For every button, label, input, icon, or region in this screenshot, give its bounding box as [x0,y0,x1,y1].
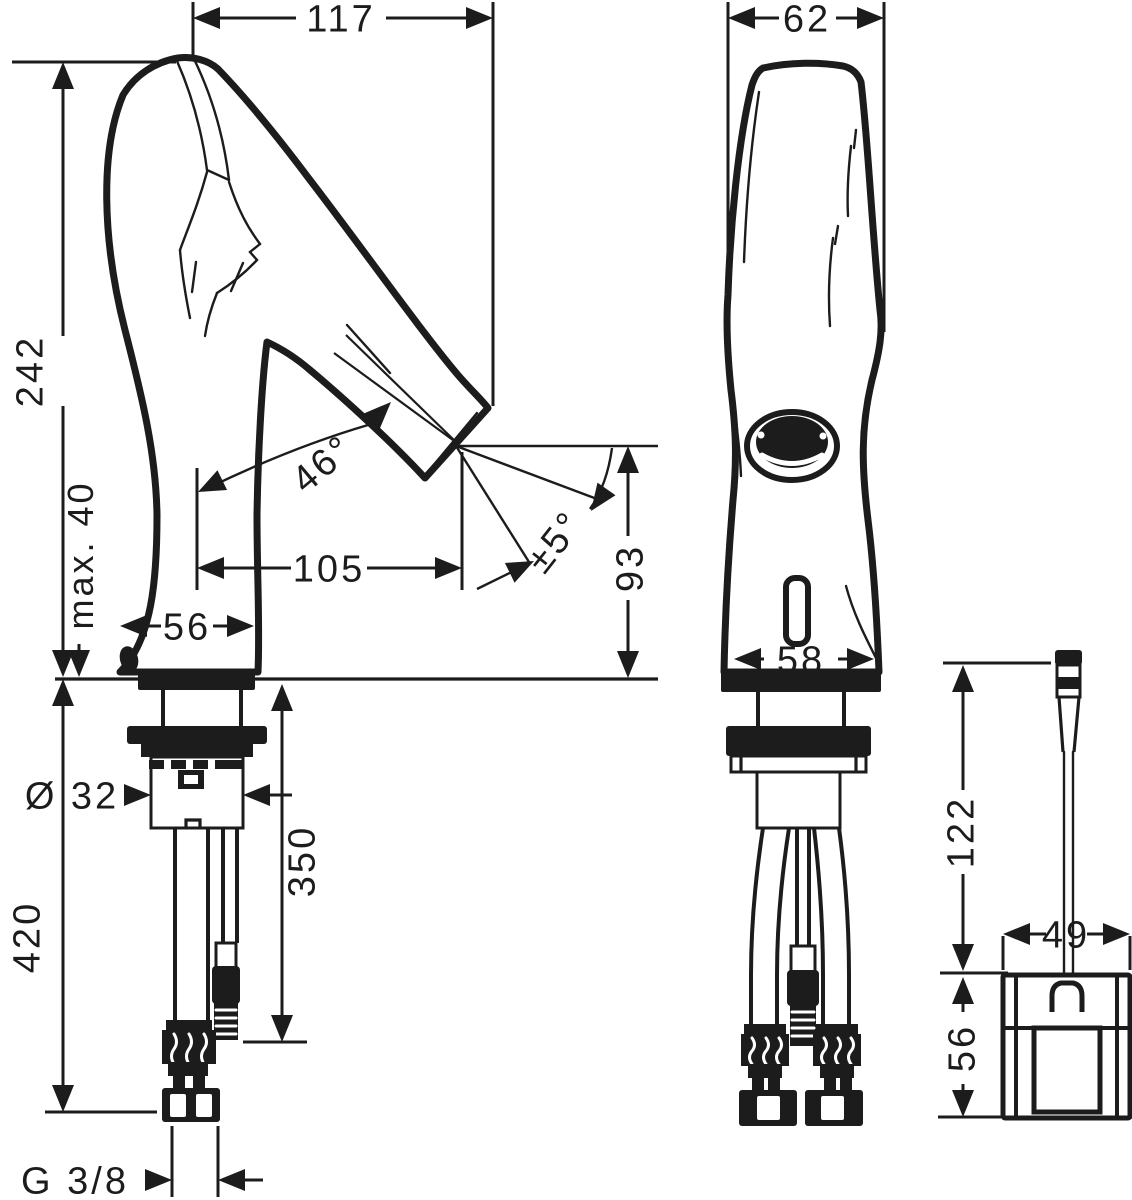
dim-242: 242 [10,60,176,677]
svg-text:117: 117 [306,0,376,41]
dim-diam-32: Ø 32 [25,776,292,818]
svg-text:56: 56 [942,1024,984,1072]
dim-117: 117 [191,0,495,406]
dimension-annotations: 117 62 242 max. 40 46° 105 ±5° 93 56 Ø 32 350 420 G … [7,0,1132,1200]
side-base-plate [721,672,881,692]
svg-text:max. 40: max. 40 [60,480,101,629]
dim-350: 350 [243,684,324,1044]
control-box [1000,972,1132,1121]
dim-58: 58 [734,640,874,682]
side-hoses [749,827,851,1026]
svg-text:46°: 46° [284,427,362,502]
dim-56-base: 56 [120,607,254,649]
svg-text:62: 62 [783,0,831,41]
front-hoses [173,828,239,1022]
svg-text:420: 420 [7,901,49,973]
dim-122: 122 [940,661,1051,975]
front-faucet-body [103,54,492,676]
sensor-window [783,575,811,647]
dim-93: 93 [610,446,652,678]
dim-56-box: 56 [938,977,1001,1119]
svg-text:242: 242 [10,335,52,407]
control-box-assembly [1000,650,1132,1121]
svg-text:58: 58 [777,640,825,682]
front-view [55,54,658,1122]
side-hose-connectors [739,1024,863,1126]
dim-max-40: max. 40 [60,480,101,677]
dim-420: 420 [7,679,157,1114]
svg-text:49: 49 [1042,915,1090,957]
cable-plug-top [1055,650,1082,753]
side-mounting-assembly [726,692,871,830]
dim-49: 49 [1001,915,1132,970]
front-facet-lines [175,57,479,469]
sensor-led-dot [119,646,139,672]
front-cable-plug [212,941,240,1040]
svg-text:105: 105 [293,549,365,591]
spout-outlet [744,409,840,483]
side-detail-lines [731,90,878,660]
front-hose-connector [162,1020,220,1122]
dim-62: 62 [726,0,886,332]
svg-text:±5°: ±5° [518,503,592,581]
front-mounting-assembly [127,690,267,830]
dim-G38: G 3/8 [21,1126,263,1200]
svg-text:350: 350 [282,825,324,897]
svg-text:122: 122 [941,796,983,868]
svg-text:93: 93 [610,544,652,592]
side-view [720,59,885,1126]
thread-dashes [149,760,242,769]
svg-text:Ø 32: Ø 32 [25,776,119,818]
svg-text:G 3/8: G 3/8 [21,1161,129,1200]
dim-105: 105 [195,452,464,591]
side-cable-plug [787,944,819,1046]
spray-direction-lines [333,334,458,444]
svg-text:56: 56 [163,607,211,649]
front-base-plate [138,672,255,690]
